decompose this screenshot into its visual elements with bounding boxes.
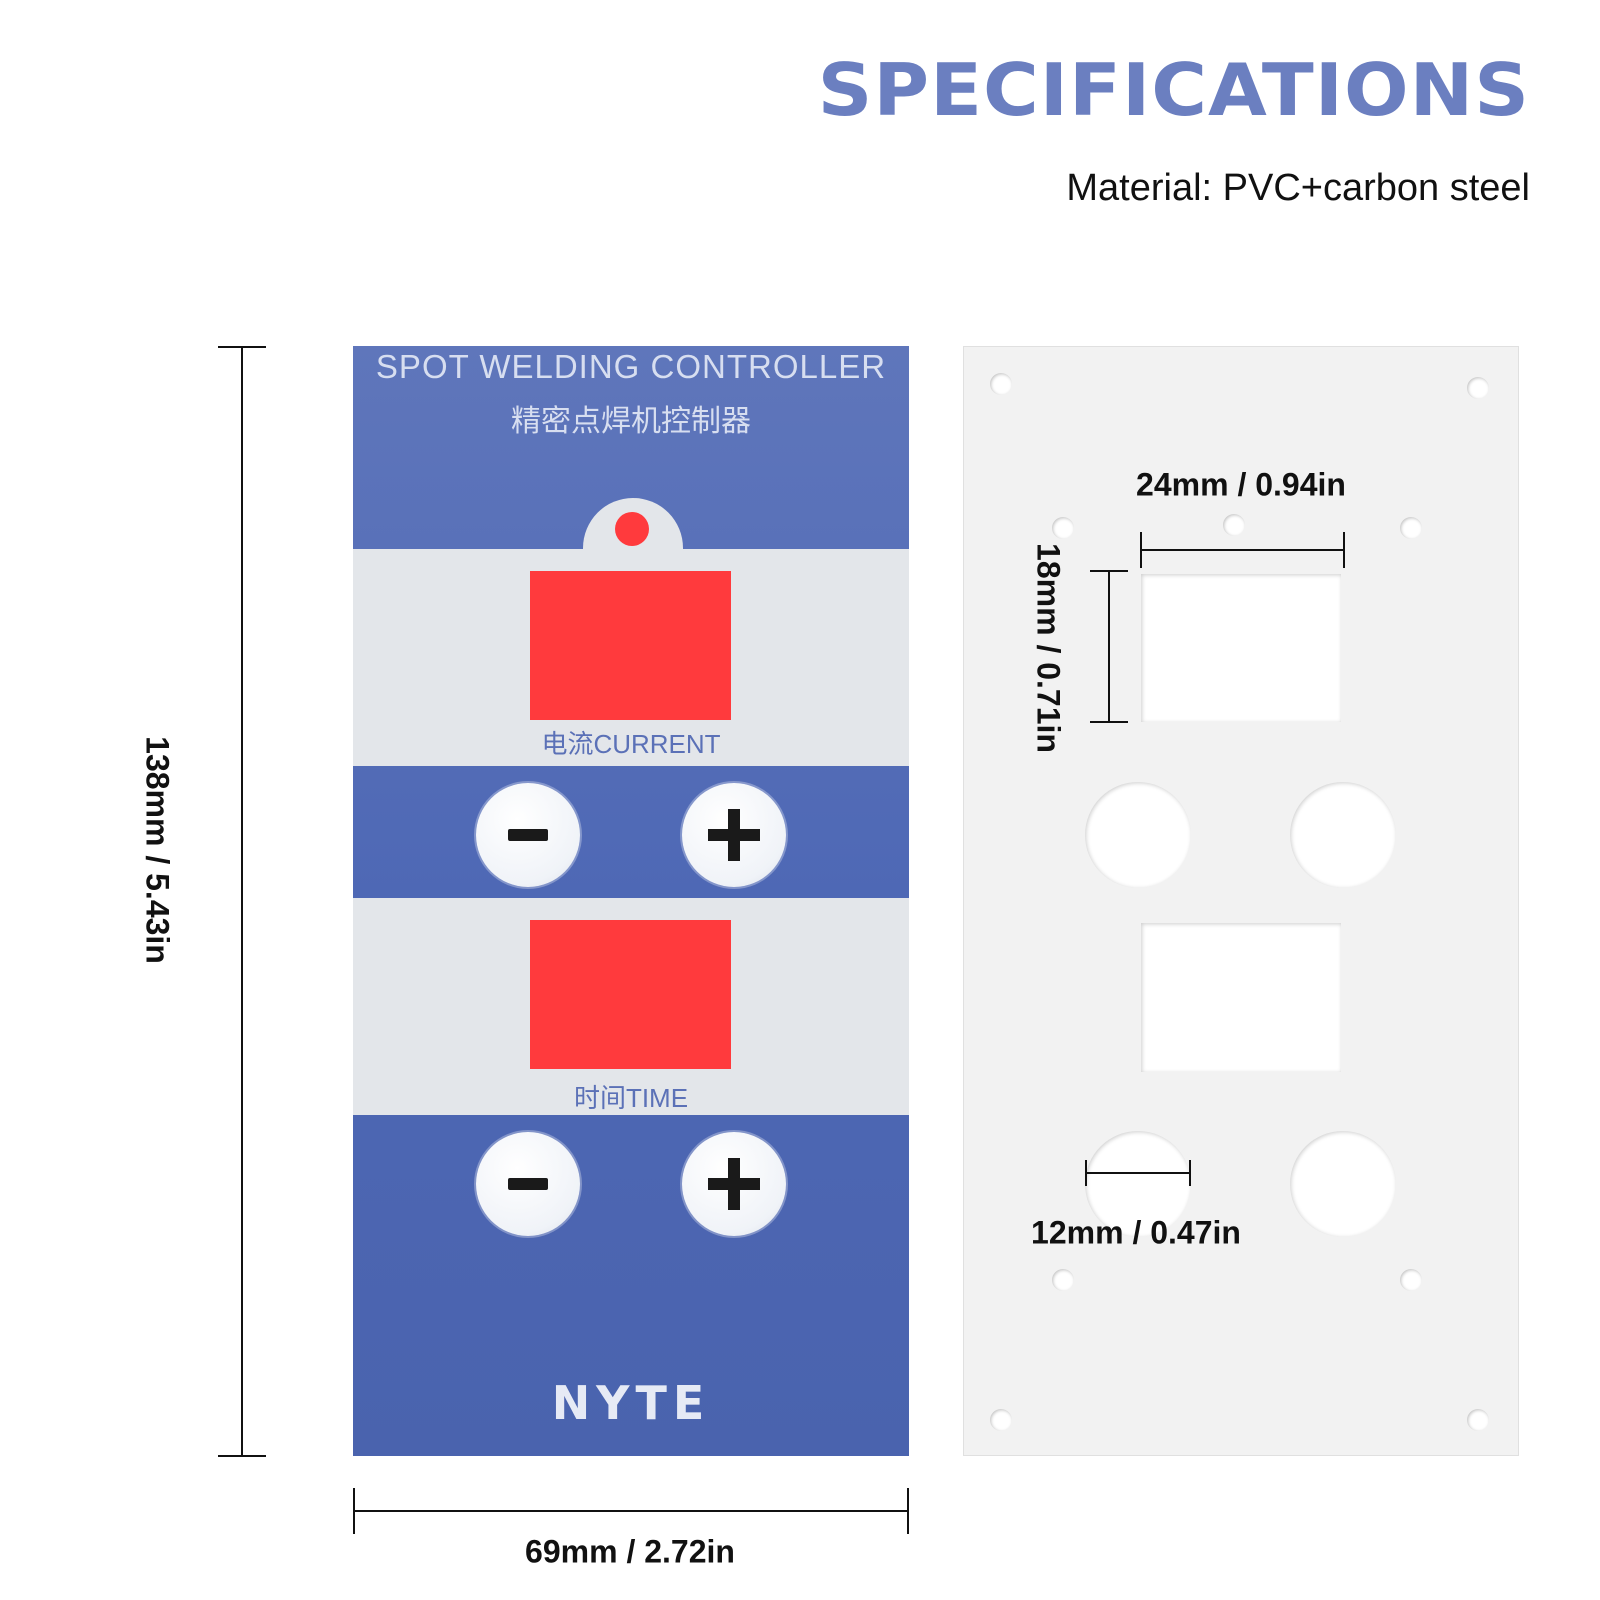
- decal-title-chinese: 精密点焊机控制器: [511, 404, 751, 439]
- window-width-dimension-line: [1140, 549, 1345, 551]
- width-dimension-line: [353, 1510, 909, 1512]
- window-height-label: 18mm / 0.71in: [1030, 543, 1067, 753]
- screw-hole: [1052, 1269, 1074, 1291]
- mounting-hole: [1467, 1409, 1489, 1431]
- plus-icon: [708, 809, 760, 861]
- width-dimension-cap-right: [907, 1488, 909, 1534]
- width-dimension-label: 69mm / 2.72in: [525, 1533, 735, 1570]
- screw-hole: [1052, 517, 1074, 539]
- screw-hole: [1400, 1269, 1422, 1291]
- hole-diameter-cap-right: [1189, 1160, 1191, 1186]
- height-dimension-line: [241, 346, 243, 1456]
- height-dimension-cap-top: [218, 346, 266, 348]
- hole-diameter-label: 12mm / 0.47in: [1031, 1214, 1241, 1251]
- hole-diameter-dimension-line: [1085, 1172, 1191, 1174]
- display-cutout-lower: [1141, 923, 1341, 1072]
- material-spec: Material: PVC+carbon steel: [1066, 167, 1530, 209]
- window-height-cap-top: [1090, 570, 1128, 572]
- display-cutout-upper: [1141, 574, 1341, 722]
- window-width-cap-right: [1343, 532, 1345, 568]
- plus-icon: [708, 1158, 760, 1210]
- button-hole: [1290, 782, 1396, 888]
- minus-icon: [508, 1178, 548, 1190]
- height-dimension-cap-bottom: [218, 1455, 266, 1457]
- decal-title-english: SPOT WELDING CONTROLLER: [375, 348, 887, 385]
- button-hole: [1085, 782, 1191, 888]
- width-dimension-cap-left: [353, 1488, 355, 1534]
- current-display: [530, 571, 731, 720]
- minus-icon: [508, 829, 548, 841]
- time-display: [530, 920, 731, 1069]
- time-increase-button[interactable]: [682, 1132, 786, 1236]
- brand-logo: NYTE: [551, 1376, 711, 1430]
- screw-hole: [1223, 514, 1245, 536]
- height-dimension-label: 138mm / 5.43in: [139, 736, 176, 964]
- page-title: SPECIFICATIONS: [817, 47, 1530, 132]
- mounting-hole: [990, 373, 1012, 395]
- button-hole: [1290, 1131, 1396, 1237]
- time-label: 时间TIME: [573, 1083, 689, 1113]
- window-height-dimension-line: [1108, 570, 1110, 722]
- window-width-label: 24mm / 0.94in: [1136, 466, 1346, 503]
- control-panel-decal: SPOT WELDING CONTROLLER 精密点焊机控制器 电流CURRE…: [353, 346, 909, 1456]
- window-width-cap-left: [1140, 532, 1142, 568]
- hole-diameter-cap-left: [1085, 1160, 1087, 1186]
- time-decrease-button[interactable]: [476, 1132, 580, 1236]
- current-decrease-button[interactable]: [476, 783, 580, 887]
- mounting-hole: [1467, 377, 1489, 399]
- indicator-led: [615, 512, 649, 546]
- current-increase-button[interactable]: [682, 783, 786, 887]
- screw-hole: [1400, 517, 1422, 539]
- window-height-cap-bottom: [1090, 721, 1128, 723]
- mounting-hole: [990, 1409, 1012, 1431]
- steel-mounting-plate: [963, 346, 1519, 1456]
- button-hole: [1085, 1131, 1191, 1237]
- current-label: 电流CURRENT: [541, 729, 721, 759]
